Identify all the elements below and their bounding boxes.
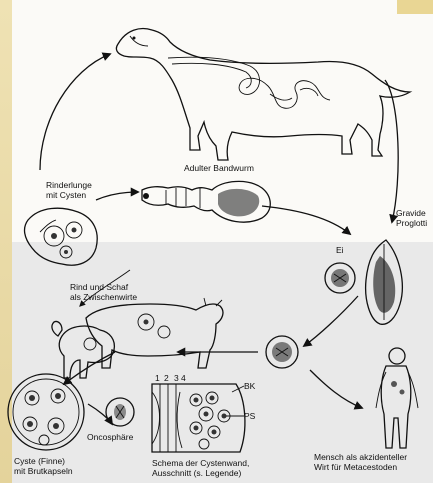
label-ps: PS — [244, 411, 255, 421]
dog-illustration — [116, 29, 410, 160]
label-gravid-proglottid: Gravide Proglotti — [396, 208, 427, 228]
layer-number-3: 3 — [174, 373, 179, 383]
cycle-arrows — [40, 54, 398, 424]
label-intermediate-hosts: Rind und Schaf als Zwischenwirte — [70, 282, 137, 302]
label-oncosphere: Oncosphäre — [87, 432, 133, 442]
cattle-lung-illustration — [25, 208, 98, 265]
tapeworm-illustration — [142, 181, 270, 222]
oncosphere-illustration — [106, 398, 134, 426]
label-egg: Ei — [336, 245, 344, 255]
egg-ingested-illustration — [266, 336, 298, 368]
label-cyst-wall-scheme: Schema der Cystenwand, Ausschnitt (s. Le… — [152, 458, 249, 478]
label-human: Mensch als akzidenteller Wirt für Metace… — [314, 452, 407, 472]
egg-illustration — [325, 263, 355, 293]
layer-number-1: 1 — [155, 373, 160, 383]
label-adult-tapeworm: Adulter Bandwurm — [184, 163, 254, 173]
layer-number-4: 4 — [181, 373, 186, 383]
label-cyst: Cyste (Finne) mit Brutkapseln — [14, 456, 73, 476]
intestine-illustration — [168, 57, 330, 108]
sheep-illustration — [52, 321, 114, 378]
proglottid-illustration — [366, 240, 403, 324]
cyst-illustration — [8, 374, 84, 450]
label-bk: BK — [244, 381, 255, 391]
human-illustration — [376, 348, 418, 448]
cyst-wall-illustration — [152, 384, 245, 452]
label-cattle-lung: Rinderlunge mit Cysten — [46, 180, 92, 200]
layer-number-2: 2 — [164, 373, 169, 383]
